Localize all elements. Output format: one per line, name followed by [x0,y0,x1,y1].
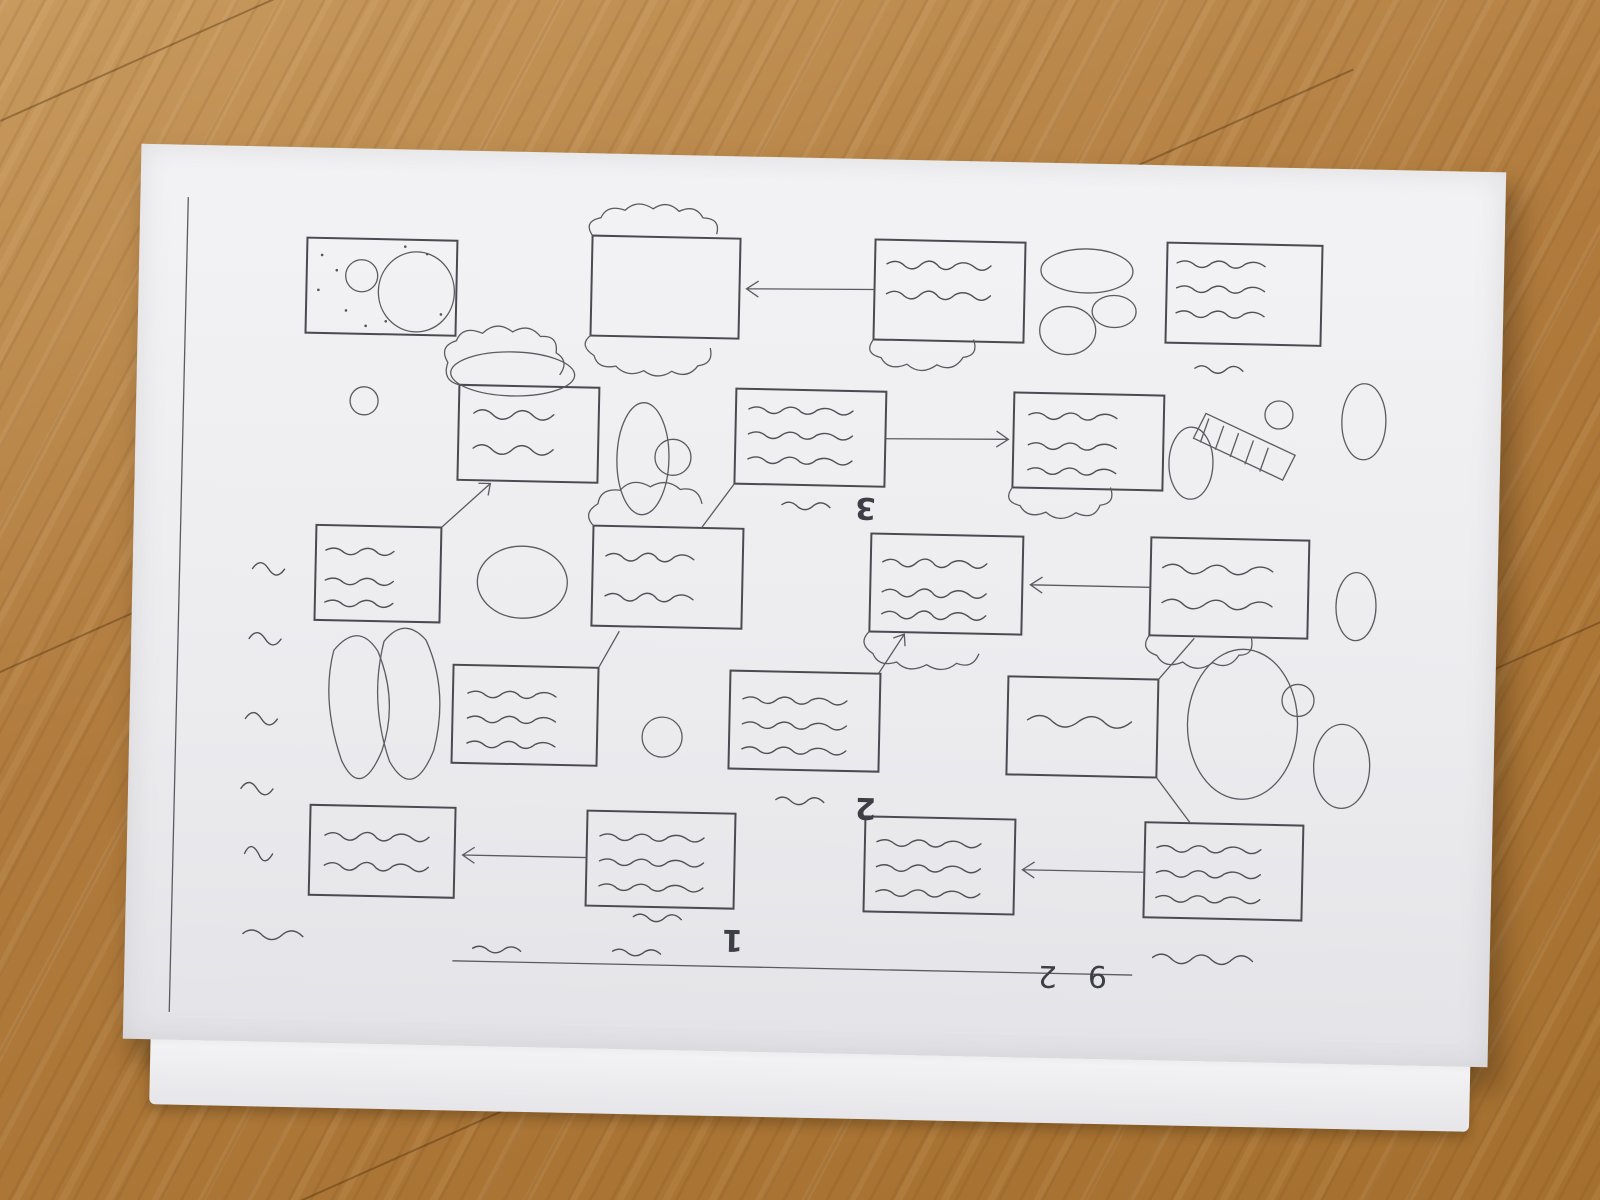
connector-line [700,483,735,529]
doodle-face [1281,683,1315,718]
text-box [1011,391,1166,492]
text-box [456,383,601,484]
speech-bubble [1312,723,1371,810]
cloud-outline [588,203,719,236]
speech-bubble [377,251,456,333]
cloud-outline [1008,487,1113,520]
text-box [313,523,443,624]
doodle-face [1264,400,1294,430]
cloud-outline [1144,634,1253,669]
drawing-box [304,236,459,337]
cloud-outline [869,339,976,372]
text-box [1005,675,1160,779]
text-box [868,532,1025,636]
speech-bubble [450,351,576,397]
header-rule [452,960,1133,976]
connector-arrow [885,430,1010,448]
connector-arrow [745,280,875,298]
margin-line [168,197,189,1012]
piano-doodle [1192,412,1297,481]
speech-bubble [1091,294,1137,329]
speech-bubble [1168,426,1214,500]
speech-bubble [616,402,670,516]
speech-bubble [1040,248,1134,294]
text-box [1148,536,1311,640]
connector-arrow [877,633,906,675]
connector-arrow [441,482,492,528]
speech-bubble [1186,648,1299,800]
connector-line [1155,777,1191,824]
cloud-outline [584,335,712,377]
text-box [1164,241,1324,347]
doodle-face [654,438,692,476]
doodle-face [641,716,683,758]
connector-arrow [461,846,587,864]
text-box [862,815,1017,916]
connector-line [1157,637,1195,680]
text-box [1142,821,1305,922]
header-month: 9 [1087,957,1108,994]
doodle-face [349,386,379,416]
cloud-outline [863,630,980,671]
text-box [450,663,600,767]
speech-bubble [376,627,441,780]
speech-bubble [1039,305,1097,356]
speech-bubble [476,545,568,619]
speech-bubble [1341,383,1387,461]
connector-arrow [1021,861,1145,879]
speech-bubble [328,635,391,780]
cloud-outline [587,481,703,527]
speech-bubble [1335,571,1377,642]
dot-texture [317,245,443,328]
handwriting-scribbles [240,260,1274,966]
section-number-2: 2 [854,789,877,826]
connector-arrow [1029,576,1151,594]
cloud-outline [443,325,565,386]
section-number-1: 1 [721,921,744,958]
header-day: 2 [1037,957,1058,994]
connector-line [597,630,620,669]
text-box [307,803,457,899]
empty-box [589,234,742,340]
text-box [733,387,888,488]
section-number-3: 3 [854,489,877,526]
text-box [727,669,882,773]
text-box [590,524,745,630]
doodle-face [345,259,379,293]
